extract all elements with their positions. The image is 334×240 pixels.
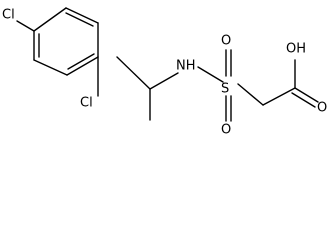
atom-labels: Cl Cl NH S O O OH O [2,8,327,137]
bond-ch2-c [262,87,296,106]
atom-label-o-upper: O [221,34,231,49]
atom-label-nh: NH [176,59,196,74]
atom-label-cl-top: Cl [2,8,15,23]
bond-ring-3 [66,56,99,76]
atom-label-o-lower: O [221,123,231,137]
bond-ring-ch [116,56,151,90]
atom-label-cl-bottom: Cl [80,96,93,111]
bond-ring-3-inner [67,53,95,70]
bond-ring-5-inner [65,12,94,27]
bond-s-ch2 [237,83,264,106]
bond-ring-2 [33,59,68,76]
structural-formula: Cl Cl NH S O O OH O [2,7,327,137]
bond-nh-s [197,66,224,83]
atom-label-oh: OH [286,42,306,57]
bonds [16,7,319,122]
bond-c-o-a [294,87,319,103]
bond-c-o-b [291,92,316,108]
bond-ch-nh [149,72,179,90]
bond-ring-5 [65,7,99,24]
atom-label-s: S [221,82,229,97]
atom-label-o-carbonyl: O [317,101,327,116]
bond-cl-ring-top [16,20,35,32]
bond-ring-6 [33,7,67,32]
